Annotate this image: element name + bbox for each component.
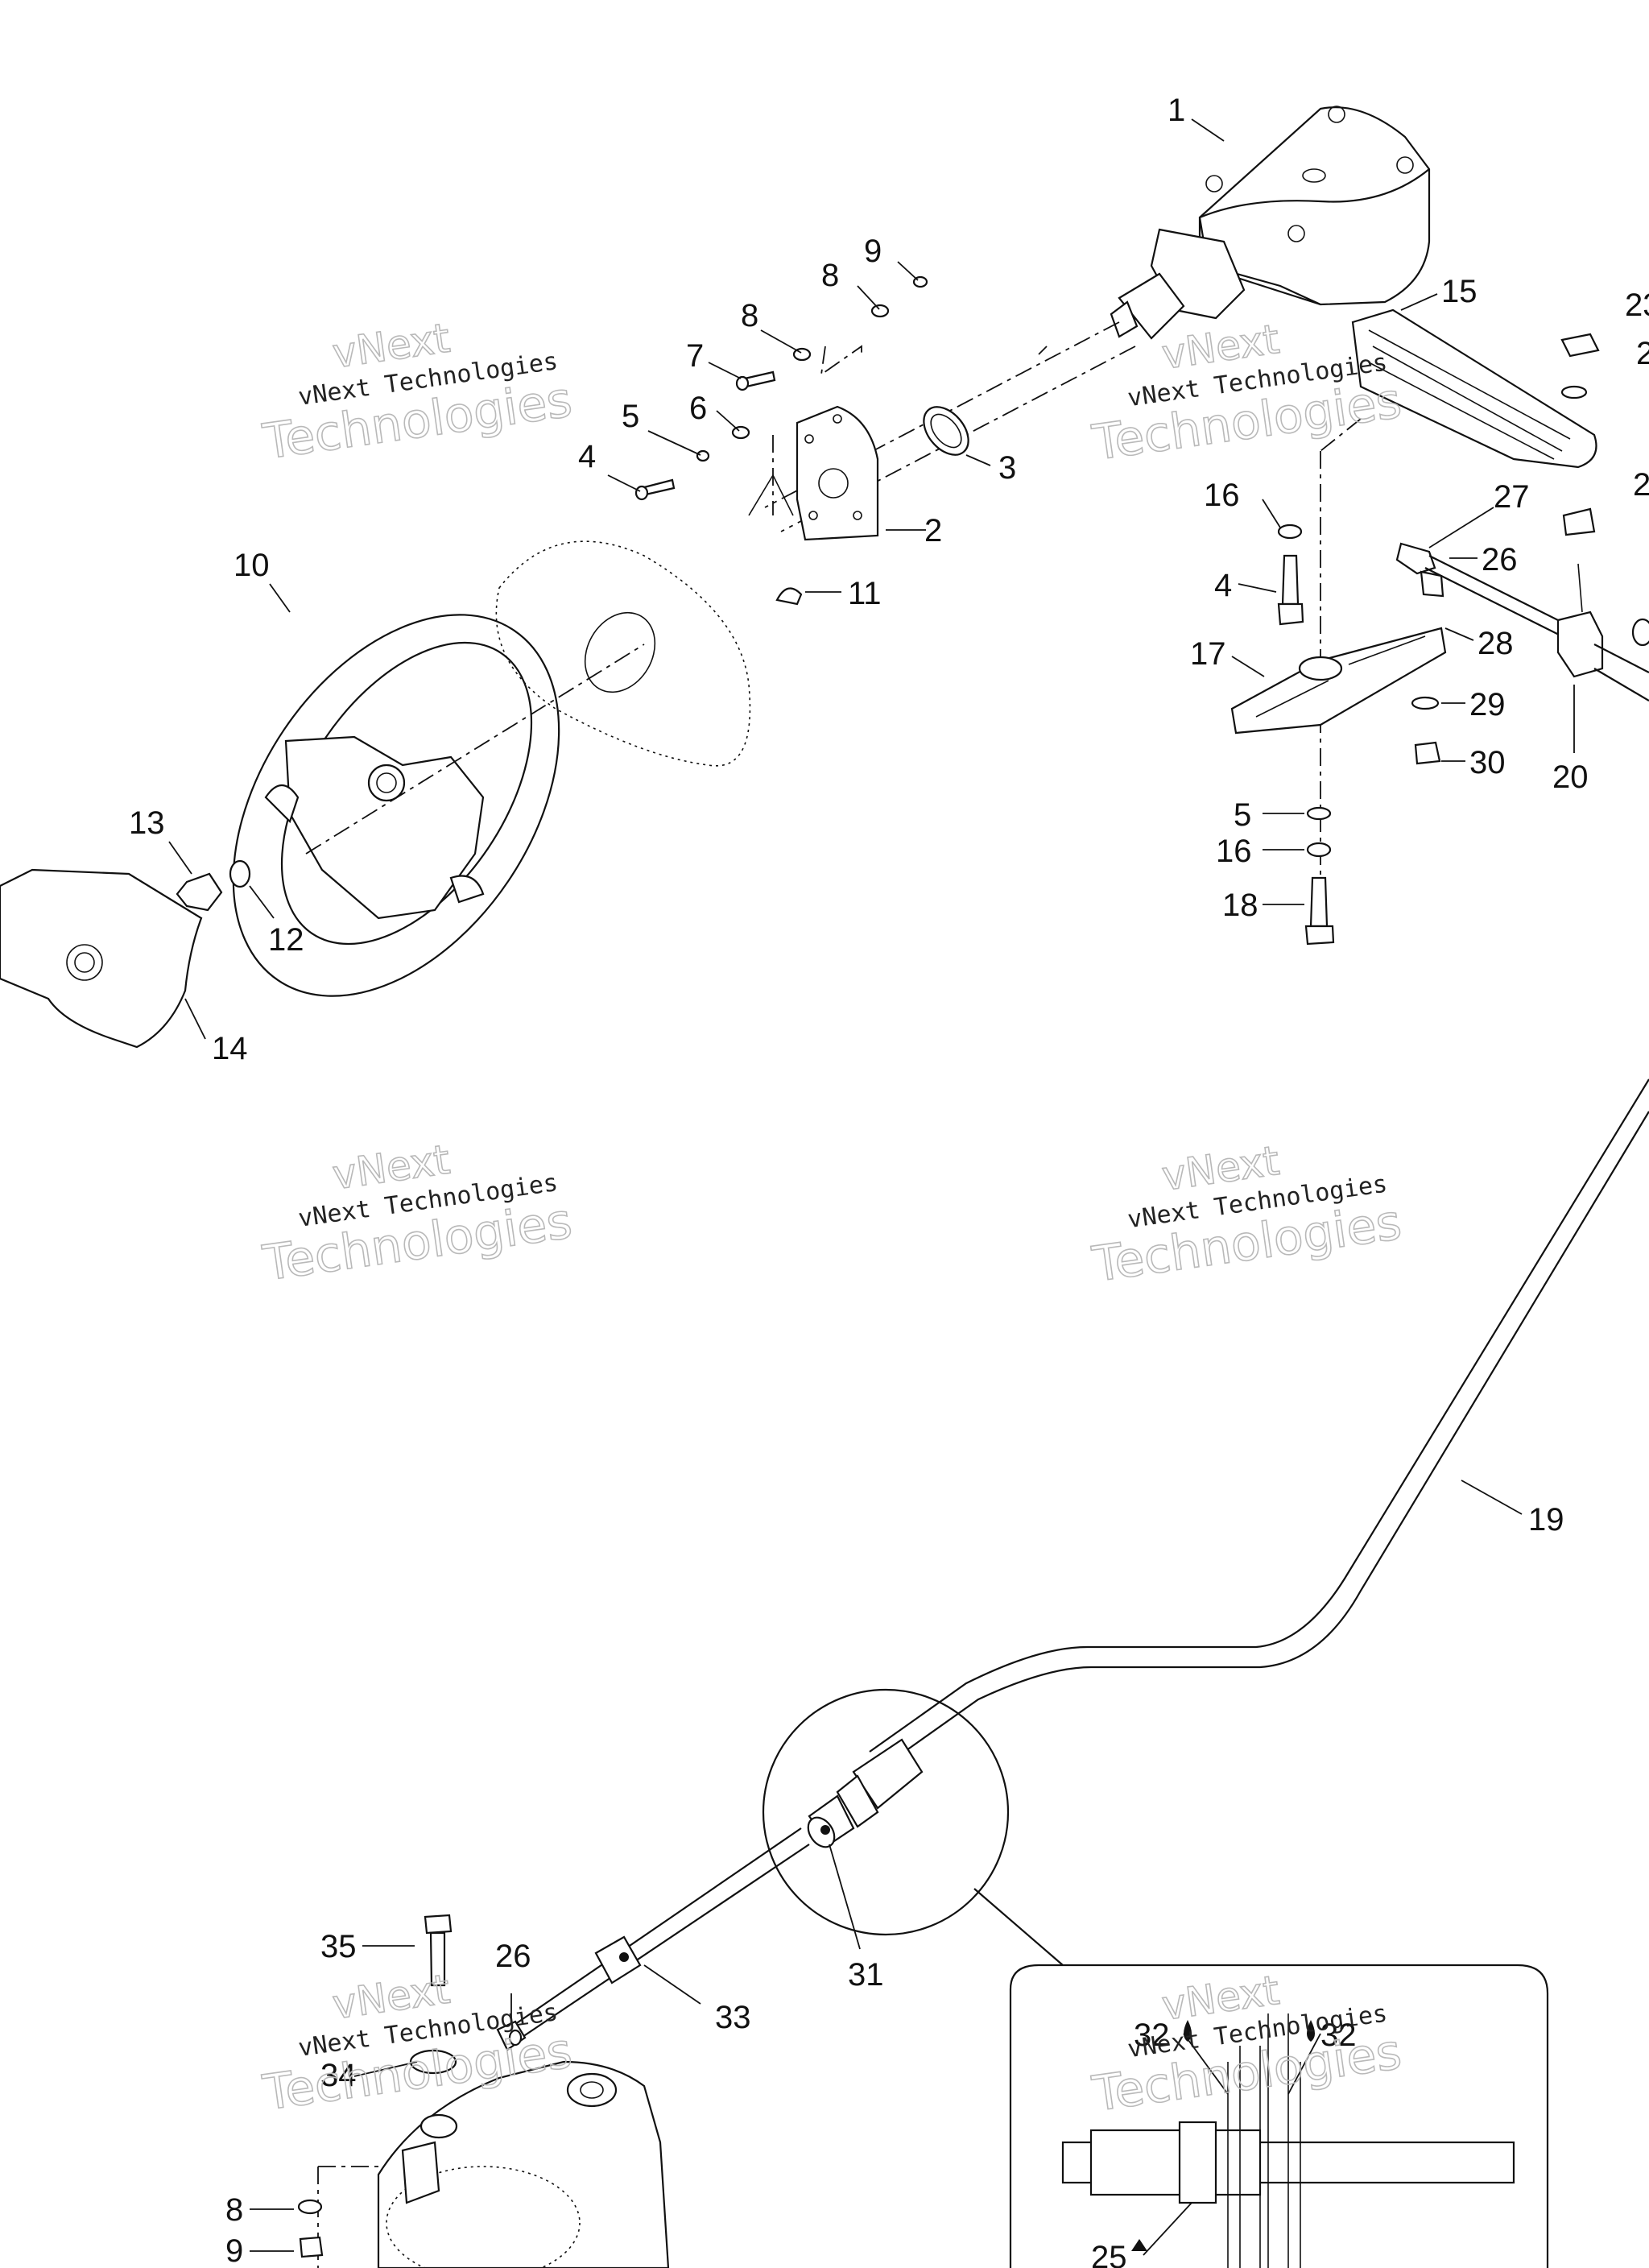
leader-lines — [168, 118, 1575, 2252]
callout-29: 29 — [1469, 687, 1506, 722]
callout-9: 9 — [225, 2233, 243, 2268]
callout-31: 31 — [848, 1957, 884, 1993]
callout-6: 6 — [689, 391, 707, 426]
callout-8: 8 — [821, 258, 839, 293]
callout-8: 8 — [225, 2192, 243, 2228]
callout-18: 18 — [1222, 888, 1258, 923]
watermark-mid-right: vNext vNext Technologies Technologies — [1088, 1136, 1405, 1293]
callout-20: 20 — [1552, 759, 1589, 795]
steering-arm-part — [1351, 308, 1597, 469]
callout-4: 4 — [1214, 568, 1232, 603]
callout-2: 2 — [924, 513, 942, 548]
callout-2: 2 — [1633, 467, 1649, 503]
watermark-top-left: vNext vNext Technologies Technologies — [258, 314, 576, 471]
callout-34: 34 — [320, 2058, 357, 2093]
mounting-plate-part — [796, 405, 879, 541]
steering-housing-part — [1110, 106, 1431, 340]
callout-11: 11 — [848, 576, 882, 611]
callout-14: 14 — [212, 1031, 248, 1066]
callout-19: 19 — [1528, 1502, 1564, 1538]
bolt-washer-16-4 — [1277, 524, 1304, 626]
fastener-stack-upper — [634, 275, 928, 501]
callout-8: 8 — [741, 298, 758, 333]
callout-5: 5 — [1234, 797, 1251, 833]
hub-cover-outline — [495, 540, 751, 767]
bolt-35 — [424, 1914, 453, 1987]
callout-30: 30 — [1469, 745, 1506, 780]
steering-cable-part — [869, 1078, 1649, 1769]
nut-23 — [1560, 333, 1600, 358]
callout-13: 13 — [129, 805, 165, 841]
lubricant-drop-icon — [1131, 2020, 1315, 2251]
callout-33: 33 — [715, 2000, 751, 2035]
callout-9: 9 — [864, 234, 882, 269]
callout-23: 23 — [1625, 288, 1649, 323]
clamp-20 — [1556, 563, 1649, 702]
callout-25: 25 — [1091, 2240, 1127, 2268]
watermark-mid-left: vNext vNext Technologies Technologies — [258, 1136, 576, 1293]
steering-wheel-part — [232, 614, 560, 997]
detail-inset — [973, 1888, 1549, 2268]
callout-12: 12 — [268, 922, 304, 958]
callout-26: 26 — [1482, 542, 1518, 577]
nut-washer-stack — [176, 859, 251, 912]
sleeve-33 — [594, 1935, 642, 1984]
detail-circle — [762, 1688, 1010, 1936]
callout-32: 32 — [1134, 2018, 1170, 2053]
callout-27: 27 — [1494, 479, 1530, 515]
watermark-bottom-right: vNext vNext Technologies Technologies — [1088, 1966, 1405, 2123]
callout-26: 26 — [495, 1939, 531, 1974]
callout-35: 35 — [320, 1929, 357, 1964]
bushing-part — [923, 406, 969, 456]
callout-16: 16 — [1204, 478, 1240, 513]
callout-7: 7 — [686, 338, 704, 374]
fitting-31 — [807, 1738, 924, 1848]
callout-labels: 1 2 3 4 5 6 7 8 8 9 10 11 12 13 14 15 16… — [129, 93, 1649, 2268]
callout-2: 2 — [1636, 336, 1649, 371]
callout-10: 10 — [234, 548, 270, 583]
callout-5: 5 — [622, 399, 639, 434]
bolt-stack-18 — [1304, 806, 1335, 946]
callout-28: 28 — [1477, 626, 1514, 661]
callout-15: 15 — [1441, 274, 1477, 309]
ball-joint-part — [1395, 542, 1567, 637]
key-part — [775, 587, 803, 606]
horn-pad-part — [0, 868, 203, 1049]
callout-16: 16 — [1216, 834, 1252, 869]
callout-1: 1 — [1168, 93, 1185, 128]
lever-17 — [1230, 627, 1447, 735]
callout-4: 4 — [578, 439, 596, 474]
callout-32: 32 — [1320, 2018, 1357, 2053]
lower-housing-part — [377, 2060, 670, 2268]
callout-3: 3 — [998, 450, 1016, 486]
callout-17: 17 — [1190, 636, 1226, 672]
